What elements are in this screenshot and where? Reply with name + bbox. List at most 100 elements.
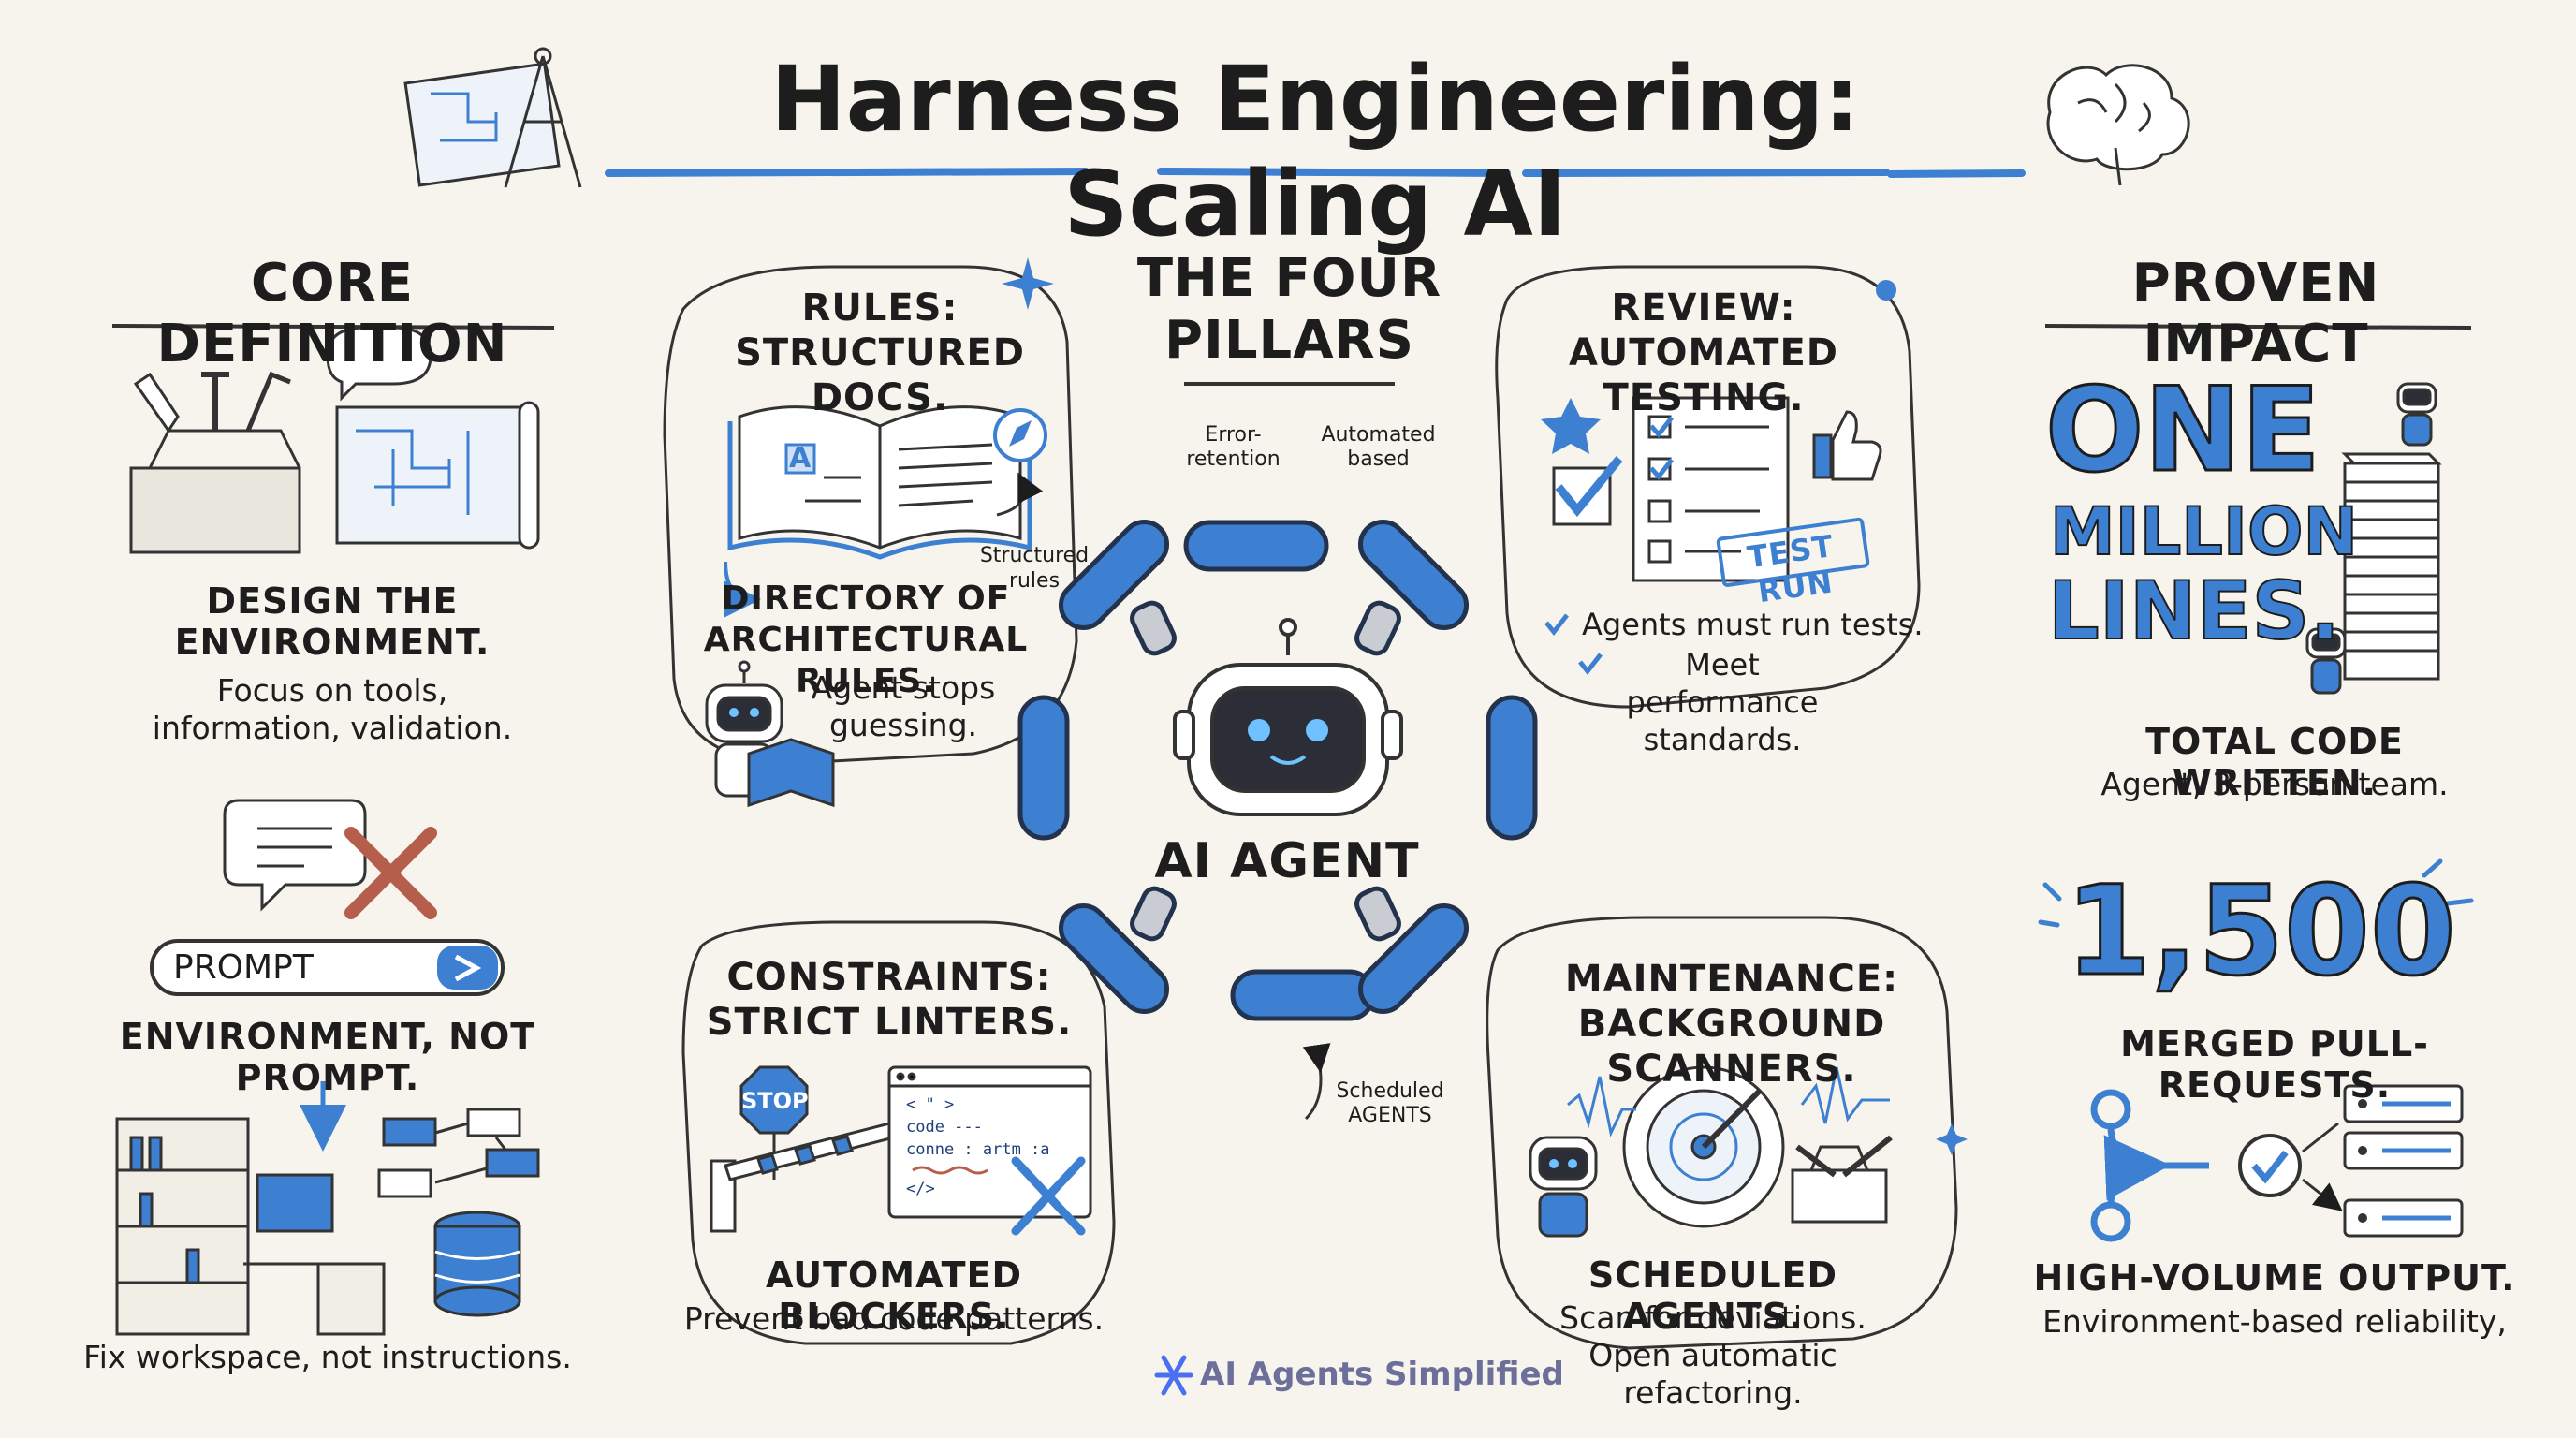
watermark-text: AI Agents Simplified — [1200, 1356, 1564, 1393]
chat-rejected-icon — [223, 799, 437, 919]
environment-not-prompt-desc: Fix workspace, not instructions. — [83, 1339, 572, 1375]
maintenance-body: SCHEDULED AGENTS. — [1588, 1255, 1838, 1337]
lines-desc: Agent, 3-person team. — [2100, 766, 2449, 802]
maintenance-title-line1: MAINTENANCE: — [1564, 958, 1899, 1001]
review-title-line2: AUTOMATED TESTING. — [1569, 331, 1838, 419]
watermark-logo-icon — [1154, 1355, 1193, 1396]
big-checkbox-icon — [1552, 456, 1623, 526]
big-stat-million: MILLION — [2049, 493, 2359, 570]
ai-agent-label: AI AGENT — [1154, 833, 1420, 889]
note-error-line1: Error- — [1205, 423, 1262, 447]
proven-impact-heading: PROVEN IMPACT — [2131, 253, 2380, 374]
review-item-1: Agents must run tests. — [1582, 607, 1924, 642]
rules-title-line1: RULES: — [801, 286, 959, 330]
note-error-retention: Error- retention — [1175, 423, 1292, 472]
four-pillars-line1: THE FOUR — [1136, 248, 1442, 309]
open-book-icon — [727, 405, 1032, 560]
rules-title-line2: STRUCTURED DOCS. — [735, 331, 1025, 419]
note-automated-based: Automated based — [1310, 423, 1446, 472]
toolbox-icon — [129, 371, 301, 554]
output-title: HIGH-VOLUME OUTPUT. — [2033, 1257, 2516, 1299]
sparkle-icon — [1002, 257, 1054, 310]
rules-title: RULES: STRUCTURED DOCS. — [683, 286, 1076, 420]
rules-desc-line1: Agent stops — [811, 669, 996, 706]
note-error-line2: retention — [1186, 448, 1281, 471]
prompt-box-label: PROMPT — [173, 948, 314, 987]
blueprint-compass-icon — [403, 47, 582, 188]
rules-body: DIRECTORY OF ARCHITECTURAL RULES. — [669, 579, 1062, 702]
maintenance-desc-line2: Open automatic refactoring. — [1588, 1337, 1837, 1411]
test-run-stamp — [1716, 517, 1870, 587]
review-item2-line2: standards. — [1643, 722, 1802, 757]
rules-note: Structured rules — [973, 543, 1095, 594]
speech-bubble-icon — [326, 326, 432, 402]
arrow-scheduled-note — [1302, 1043, 1331, 1121]
robot-reading-icon — [705, 660, 835, 808]
flowchart-database-icon — [377, 1108, 540, 1317]
code-line-1: < " > — [906, 1095, 955, 1114]
maintenance-title-line2: BACKGROUND SCANNERS. — [1577, 1003, 1886, 1091]
lines-title: TOTAL CODE WRITTEN. — [2145, 721, 2404, 803]
constraints-title: CONSTRAINTS: STRICT LINTERS. — [693, 955, 1086, 1045]
workspace-icon — [115, 1117, 386, 1336]
ai-agent-robot — [1173, 618, 1403, 816]
page-title: Harness Engineering: Scaling AI — [770, 47, 1860, 257]
blueprint-scroll-icon — [335, 401, 540, 550]
big-stat-one: ONE — [2044, 363, 2322, 498]
core-definition-heading: CORE DEFINITION — [156, 253, 508, 374]
pillar-bubble-constraints — [681, 920, 1116, 1345]
review-item-2: Meet performance standards. — [1601, 646, 1844, 758]
note-auto-line1: Automated — [1321, 423, 1436, 447]
environment-not-prompt-title: ENVIRONMENT, NOT PROMPT. — [119, 1016, 536, 1098]
robot-top-icon — [2396, 382, 2437, 447]
radar-scanner-icon — [1567, 1065, 1890, 1228]
pillar-bubble-review — [1495, 265, 1921, 709]
output-desc: Environment-based reliability, — [2042, 1303, 2507, 1340]
sparkle-small-icon — [1936, 1123, 1968, 1155]
chain-ring — [1017, 519, 1538, 1021]
compass-icon — [993, 408, 1047, 462]
constraints-body: AUTOMATED BLOCKERS. — [765, 1255, 1023, 1337]
arrow-to-compass — [996, 472, 1044, 517]
rules-body-line1: DIRECTORY OF — [721, 580, 1011, 618]
maintenance-desc-line1: Scan for deviations. — [1559, 1299, 1866, 1336]
rules-desc: Agent stops guessing. — [800, 669, 1006, 744]
book-letter: A — [789, 442, 812, 475]
check-icon — [1544, 613, 1569, 637]
review-title: REVIEW: AUTOMATED TESTING. — [1498, 286, 1910, 420]
note-sched-line2: AGENTS — [1348, 1104, 1432, 1127]
pillar-bubble-maintenance — [1486, 916, 1958, 1350]
maintenance-title: MAINTENANCE: BACKGROUND SCANNERS. — [1488, 957, 1975, 1092]
curved-arrow-icon — [723, 561, 761, 618]
review-item2-line1: Meet performance — [1626, 647, 1819, 720]
merge-flow-icon — [2090, 1084, 2464, 1242]
toolbox-small-icon — [1791, 1135, 1893, 1224]
prompt-box — [150, 939, 505, 996]
stop-barrier-icon — [710, 1065, 896, 1233]
check-icon — [1578, 653, 1603, 676]
constraints-title-line1: CONSTRAINTS: — [726, 956, 1052, 999]
code-line-4: </> — [906, 1180, 935, 1198]
burst-rays — [2038, 858, 2474, 928]
code-snippet: < " > code --- conne : artm :a </> — [906, 1093, 1050, 1200]
pr-count: 1,500 — [2064, 859, 2458, 1004]
robot-scanner-icon — [1529, 1136, 1598, 1238]
note-scheduled-agents: Scheduled AGENTS — [1320, 1079, 1460, 1128]
design-environment-title: DESIGN THE ENVIRONMENT. — [131, 580, 534, 663]
paper-stack-icon — [2341, 452, 2442, 681]
rules-note-line1: Structured — [979, 544, 1090, 567]
review-title-line1: REVIEW: — [1611, 286, 1796, 330]
core-heading-underline — [111, 324, 555, 330]
four-pillars-heading: THE FOUR PILLARS — [1133, 248, 1446, 372]
design-desc-line1: Focus on tools, — [216, 672, 448, 709]
star-icon — [1541, 398, 1601, 454]
thumbs-up-icon — [1812, 410, 1882, 481]
design-title-line2: ENVIRONMENT. — [174, 622, 490, 663]
constraints-desc: Prevent bad code patterns. — [683, 1300, 1105, 1337]
rules-body-line2: ARCHITECTURAL RULES. — [703, 621, 1029, 700]
design-title-line1: DESIGN THE — [206, 580, 459, 622]
big-stat-lines: LINES. — [2047, 565, 2341, 658]
constraints-title-line2: STRICT LINTERS. — [706, 1001, 1073, 1044]
pr-title: MERGED PULL-REQUESTS. — [2120, 1023, 2429, 1106]
